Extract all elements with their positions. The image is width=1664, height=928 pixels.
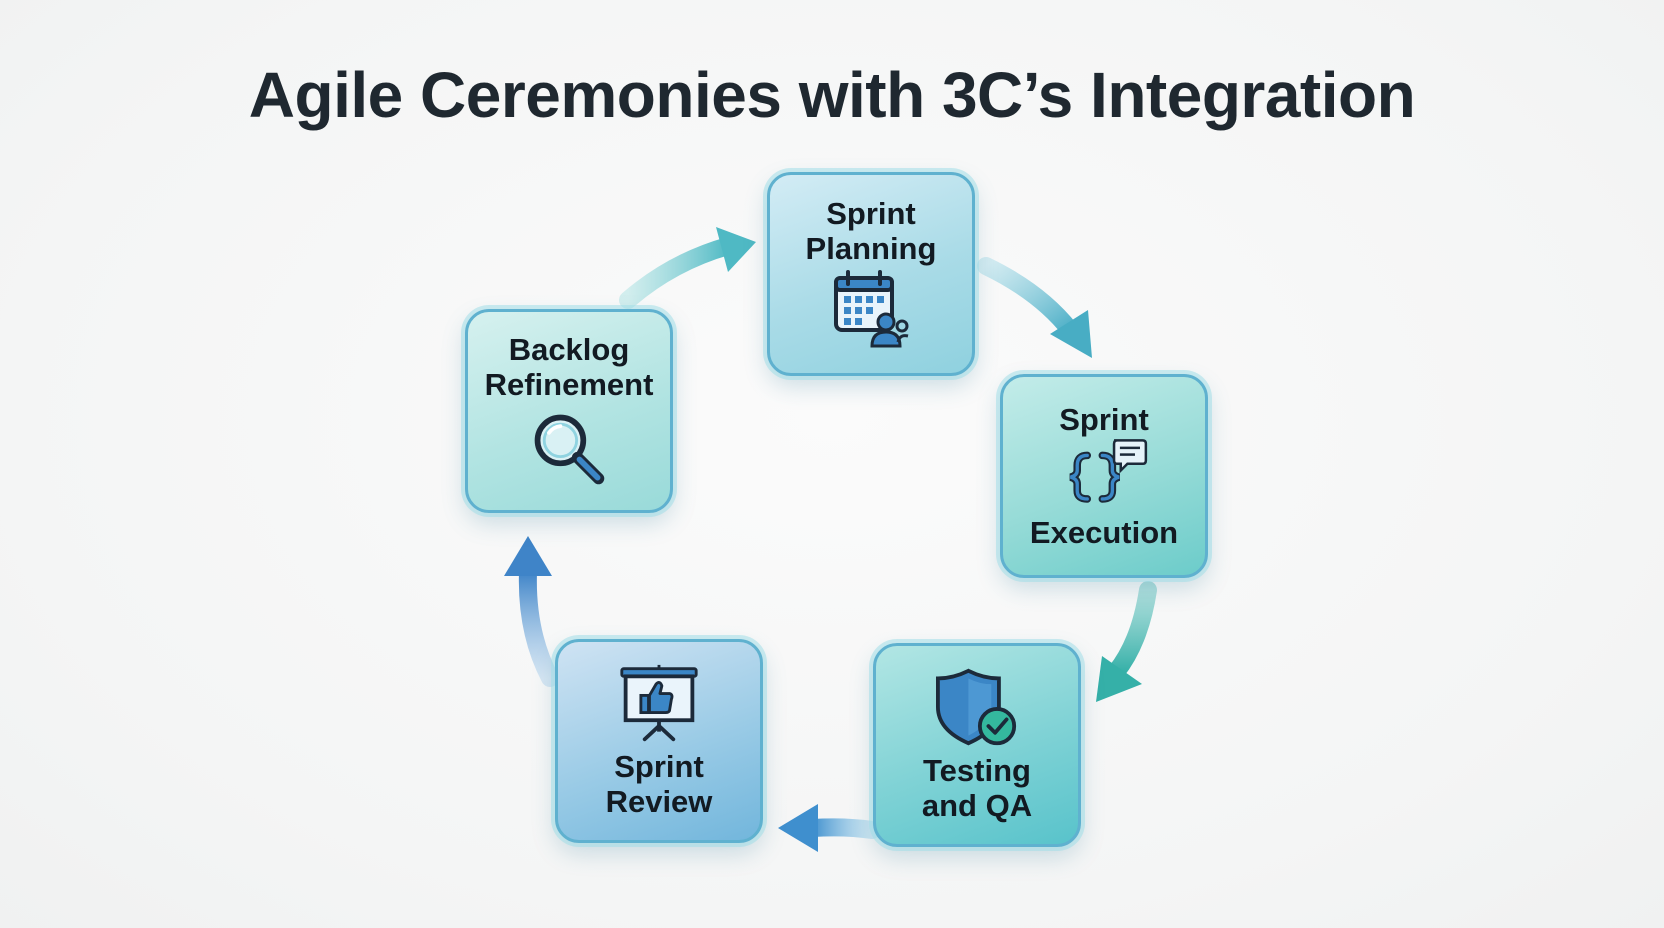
code-braces-chat-icon: [1069, 439, 1148, 503]
node-sprint-review: Sprint Review: [555, 639, 763, 843]
backlog-refinement-label: Backlog Refinement: [484, 332, 654, 402]
arrow-execution-to-testing: [1096, 581, 1157, 702]
presentation-thumbs-up-icon: [620, 664, 698, 742]
sprint-execution-label-top: Sprint: [1059, 402, 1149, 437]
shield-check-icon: [936, 668, 1017, 746]
sprint-planning-label: Sprint Planning: [805, 196, 937, 266]
node-sprint-planning: Sprint Planning: [767, 172, 975, 376]
page-title: Agile Ceremonies with 3C’s Integration: [248, 59, 1416, 131]
node-backlog-refinement: Backlog Refinement: [465, 309, 673, 513]
sprint-execution-label-bottom: Execution: [1029, 515, 1179, 550]
calendar-people-icon: [834, 270, 909, 348]
arrow-testing-to-review: [778, 804, 881, 852]
node-sprint-execution: Sprint Execution: [1000, 374, 1208, 578]
arrow-backlog-to-planning: [619, 227, 756, 309]
sprint-review-label: Sprint Review: [605, 749, 713, 819]
testing-qa-label: Testing and QA: [921, 753, 1033, 823]
arrow-planning-to-execution: [977, 257, 1092, 358]
node-testing-qa: Testing and QA: [873, 643, 1081, 847]
magnifying-glass-icon: [534, 414, 605, 485]
arrow-review-to-backlog: [504, 536, 559, 687]
